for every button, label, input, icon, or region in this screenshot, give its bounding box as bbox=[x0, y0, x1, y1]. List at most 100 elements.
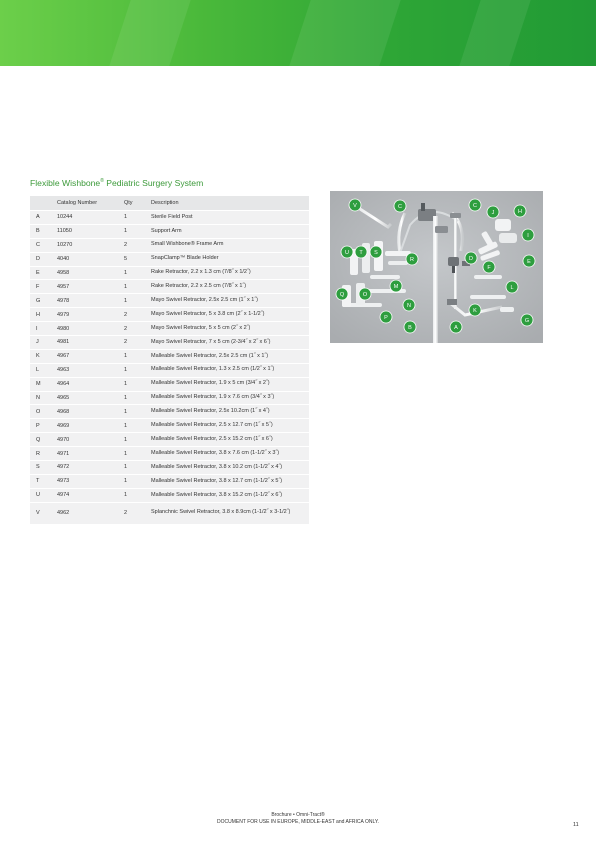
item-letter-cell: Q bbox=[30, 432, 51, 448]
item-letter-cell: G bbox=[30, 293, 51, 309]
callout-circle bbox=[464, 251, 478, 265]
item-letter-cell: B bbox=[30, 224, 51, 239]
item-letter-cell: O bbox=[30, 404, 51, 420]
page-number: 11 bbox=[573, 822, 579, 828]
catalog-number-cell: 4973 bbox=[51, 474, 118, 489]
quantity-cell: 2 bbox=[118, 321, 145, 337]
description-cell: Malleable Swivel Retractor, 3.8 x 10.2 c… bbox=[145, 460, 309, 475]
catalog-number-cell: 4979 bbox=[51, 307, 118, 323]
catalog-number-cell: 4967 bbox=[51, 349, 118, 364]
item-letter-cell: V bbox=[30, 502, 51, 525]
section-title-rest: Pediatric Surgery System bbox=[103, 178, 204, 188]
description-cell: SnapClamp™ Blade Holder bbox=[145, 252, 309, 267]
item-letter-cell: R bbox=[30, 446, 51, 462]
callout-circle bbox=[358, 287, 372, 301]
description-column-header: Description bbox=[145, 196, 309, 211]
item-letter-cell: D bbox=[30, 252, 51, 267]
callout-circle bbox=[369, 245, 383, 259]
quantity-cell: 1 bbox=[118, 363, 145, 378]
callout-marker: N bbox=[402, 298, 416, 312]
catalog-number-cell: 4970 bbox=[51, 432, 118, 448]
callout-circle bbox=[520, 313, 534, 327]
callout-letter: L bbox=[510, 285, 513, 291]
quantity-cell: 1 bbox=[118, 404, 145, 420]
callout-circle bbox=[468, 198, 482, 212]
item-letter-cell: J bbox=[30, 335, 51, 350]
callout-letter: C bbox=[398, 204, 402, 210]
item-letter-cell: A bbox=[30, 210, 51, 225]
callout-circle bbox=[468, 303, 482, 317]
section-title-main: Flexible Wishbone bbox=[30, 178, 101, 188]
callout-letter: B bbox=[408, 325, 412, 331]
callout-circle bbox=[335, 287, 349, 301]
quantity-cell: 1 bbox=[118, 349, 145, 364]
callout-marker: H bbox=[513, 204, 527, 218]
catalog-number-cell: 4981 bbox=[51, 335, 118, 350]
callout-circle bbox=[505, 280, 519, 294]
quantity-cell: 2 bbox=[118, 307, 145, 323]
callout-circle bbox=[354, 245, 368, 259]
callout-circle bbox=[513, 204, 527, 218]
callout-circle bbox=[389, 279, 403, 293]
callout-letter: O bbox=[363, 292, 368, 298]
footer: Brochure • Omni-Tract® DOCUMENT FOR USE … bbox=[0, 812, 596, 826]
quantity-cell: 2 bbox=[118, 238, 145, 253]
description-cell: Malleable Swivel Retractor, 1.9 x 7.6 cm… bbox=[145, 391, 309, 406]
description-cell: Malleable Swivel Retractor, 2.5 x 15.2 c… bbox=[145, 432, 309, 448]
item-letter-cell: K bbox=[30, 349, 51, 364]
quantity-cell: 2 bbox=[118, 335, 145, 350]
callout-marker: R bbox=[405, 252, 419, 266]
catalog-number-cell: 4968 bbox=[51, 404, 118, 420]
description-cell: Malleable Swivel Retractor, 2.5 x 12.7 c… bbox=[145, 418, 309, 434]
description-cell: Malleable Swivel Retractor, 2.5x 10.2cm … bbox=[145, 404, 309, 420]
description-cell: Mayo Swivel Retractor, 5 x 3.8 cm (2˝ x … bbox=[145, 307, 309, 323]
callout-circle bbox=[449, 320, 463, 334]
callout-marker: U bbox=[340, 245, 354, 259]
catalog-number-cell: 4974 bbox=[51, 488, 118, 503]
callout-marker: Q bbox=[335, 287, 349, 301]
description-cell: Sterile Field Post bbox=[145, 210, 309, 225]
callout-circle bbox=[348, 198, 362, 212]
callout-letter: P bbox=[384, 315, 388, 321]
callout-marker: D bbox=[464, 251, 478, 265]
callout-marker: G bbox=[520, 313, 534, 327]
callout-letter: T bbox=[359, 250, 363, 256]
callout-marker: C bbox=[393, 199, 407, 213]
registered-mark: ® bbox=[100, 178, 104, 185]
callout-circle bbox=[379, 310, 393, 324]
callout-letter: K bbox=[473, 308, 477, 314]
description-cell: Rake Retractor, 2.2 x 2.5 cm (7/8˝ x 1˝) bbox=[145, 279, 309, 295]
callout-letter: M bbox=[394, 284, 399, 290]
item-letter-cell: N bbox=[30, 391, 51, 406]
callout-circle bbox=[522, 254, 536, 268]
description-cell: Mayo Swivel Retractor, 2.5x 2.5 cm (1˝ x… bbox=[145, 293, 309, 309]
quantity-cell: 5 bbox=[118, 252, 145, 267]
callout-letter: E bbox=[527, 259, 531, 265]
callout-letter: R bbox=[410, 257, 414, 263]
catalog-number-cell: 4978 bbox=[51, 293, 118, 309]
description-cell: Malleable Swivel Retractor, 1.3 x 2.5 cm… bbox=[145, 363, 309, 378]
catalog-number-cell: 11050 bbox=[51, 224, 118, 239]
item-letter-cell: L bbox=[30, 363, 51, 378]
catalog-number-cell: 10244 bbox=[51, 210, 118, 225]
callout-letter: A bbox=[454, 325, 458, 331]
callout-letter: Q bbox=[340, 292, 345, 298]
item-letter-cell: I bbox=[30, 321, 51, 337]
callout-circle bbox=[486, 205, 500, 219]
catalog-number-cell: 4965 bbox=[51, 391, 118, 406]
item-letter-cell: M bbox=[30, 377, 51, 392]
catalog-number-cell: 4972 bbox=[51, 460, 118, 475]
